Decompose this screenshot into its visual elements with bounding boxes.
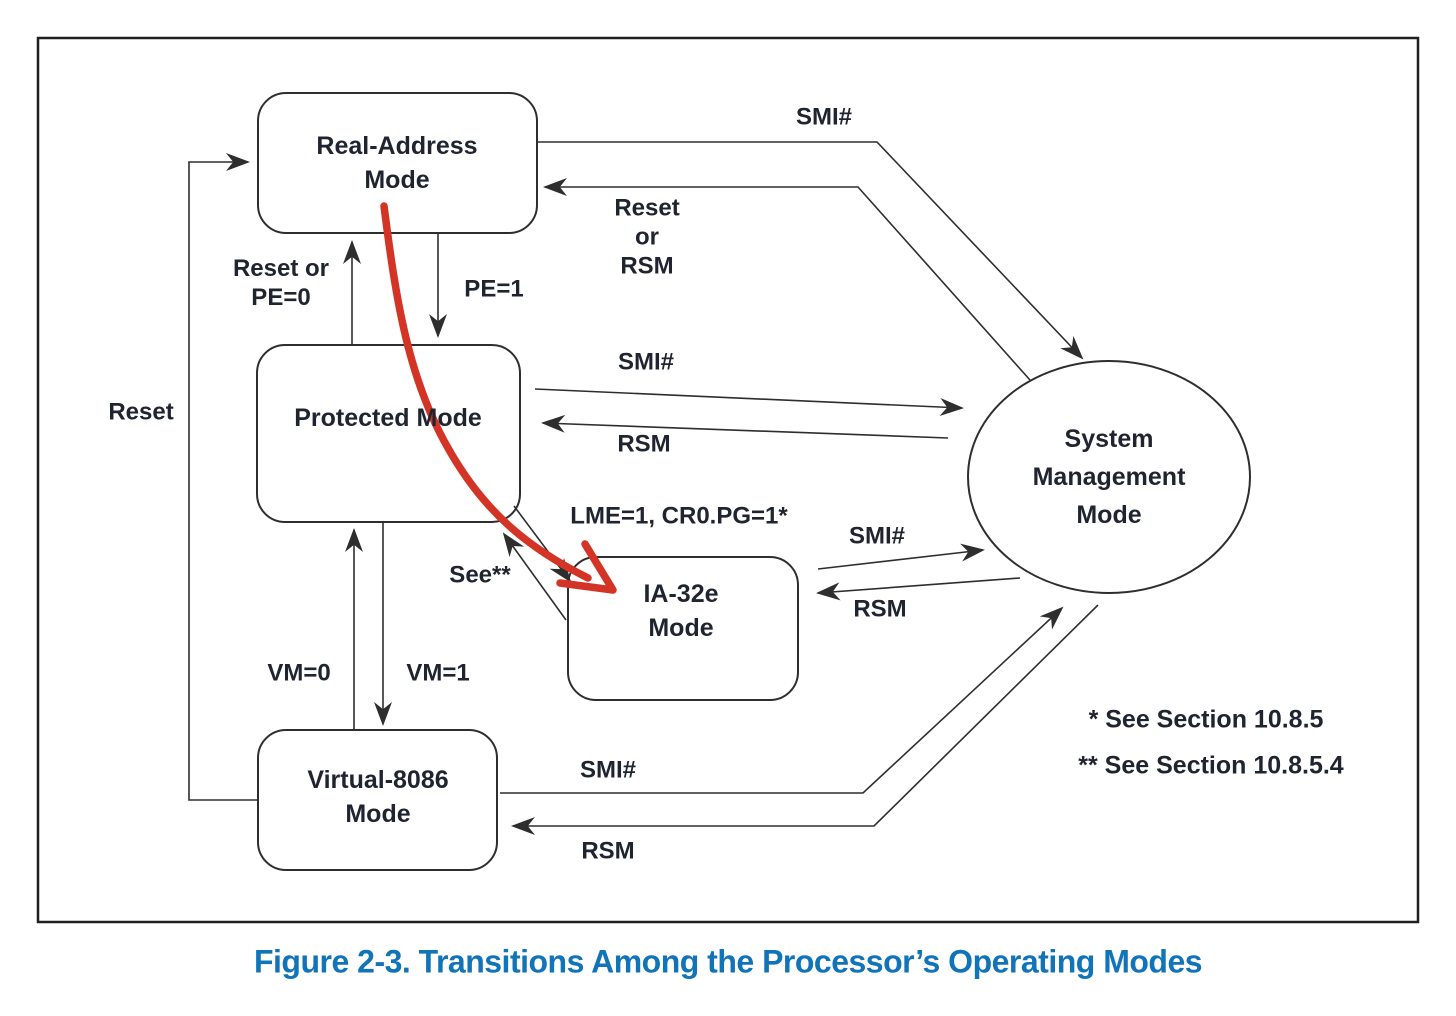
red-annotation-shaft <box>380 202 592 582</box>
arrow-protected-to-ia32e <box>513 505 572 583</box>
real-address-mode-box <box>257 92 538 234</box>
edge-label-reset-or-pe0-line2: PE=0 <box>251 284 311 311</box>
arrow-smm-to-protected <box>541 414 949 439</box>
system-management-mode-label-line1: System <box>1064 425 1154 453</box>
edge-label-reset: Reset <box>108 398 174 426</box>
virtual-8086-mode-label-line1: Virtual-8086 <box>307 766 449 794</box>
arrow-ia32e-to-smm <box>817 543 985 570</box>
real-address-mode-label: Real-Address Mode <box>316 129 477 197</box>
real-address-mode-label-line1: Real-Address <box>316 132 478 160</box>
ia-32e-mode-label-line1: IA-32e <box>643 580 719 608</box>
edge-label-rsm-v86: RSM <box>581 837 635 865</box>
edge-label-reset-or-rsm-line3: RSM <box>620 252 674 280</box>
edge-label-reset-or-pe0-line1: Reset or <box>232 255 330 282</box>
edge-label-reset-or-rsm-line1: Reset <box>614 194 680 222</box>
edge-label-vm1: VM=1 <box>406 659 470 687</box>
figure-caption: Figure 2-3. Transitions Among the Proces… <box>253 943 1203 980</box>
system-management-mode-ellipse <box>967 360 1251 594</box>
edge-label-reset-or-rsm-line2: or <box>635 223 659 251</box>
edge-label-see: See** <box>449 561 511 589</box>
red-annotation-head <box>556 540 617 594</box>
protected-mode-box <box>256 344 521 523</box>
arrow-v86-to-real-reset <box>188 153 258 801</box>
red-annotation-arrow <box>380 202 617 594</box>
edge-label-rsm-ia32e: RSM <box>853 595 907 623</box>
edge-label-rsm-protected: RSM <box>617 430 671 458</box>
system-management-mode-label-line2: Management <box>1032 463 1186 491</box>
edge-label-reset-or-pe0: Reset or PE=0 <box>233 254 329 312</box>
edge-label-smi-real: SMI# <box>795 103 853 131</box>
virtual-8086-mode-label: Virtual-8086 Mode <box>307 763 448 831</box>
protected-mode-label: Protected Mode <box>294 404 482 432</box>
arrow-ia32e-to-protected <box>502 532 567 621</box>
virtual-8086-mode-label-line2: Mode <box>345 800 411 828</box>
edge-label-lme: LME=1, CR0.PG=1* <box>570 502 788 530</box>
arrow-smm-to-real <box>543 178 1031 381</box>
edge-label-vm0: VM=0 <box>267 659 331 687</box>
ia-32e-mode-box <box>567 556 799 701</box>
edge-label-smi-v86: SMI# <box>579 756 637 784</box>
ia-32e-mode-label: IA-32e Mode <box>643 577 718 645</box>
edge-label-reset-or-rsm: Reset or RSM <box>614 194 679 281</box>
arrow-real-to-smm <box>537 141 1084 360</box>
footnote-section-10-8-5-4: ** See Section 10.8.5.4 <box>1078 751 1344 780</box>
arrow-v86-to-smm <box>500 606 1064 794</box>
arrow-protected-to-smm <box>534 388 964 417</box>
footnote-section-10-8-5: * See Section 10.8.5 <box>1088 705 1324 734</box>
arrow-smm-to-ia32e <box>816 577 1021 601</box>
edge-label-smi-ia32e: SMI# <box>848 522 906 550</box>
system-management-mode-label-line3: Mode <box>1076 501 1142 529</box>
system-management-mode-label: System Management Mode <box>1033 420 1186 534</box>
real-address-mode-label-line2: Mode <box>364 166 430 194</box>
edge-label-pe1: PE=1 <box>464 275 524 303</box>
edge-label-smi-protected: SMI# <box>617 348 675 376</box>
arrow-smm-to-v86 <box>511 604 1099 835</box>
figure-border <box>36 36 1420 924</box>
ia-32e-mode-label-line2: Mode <box>648 614 714 642</box>
